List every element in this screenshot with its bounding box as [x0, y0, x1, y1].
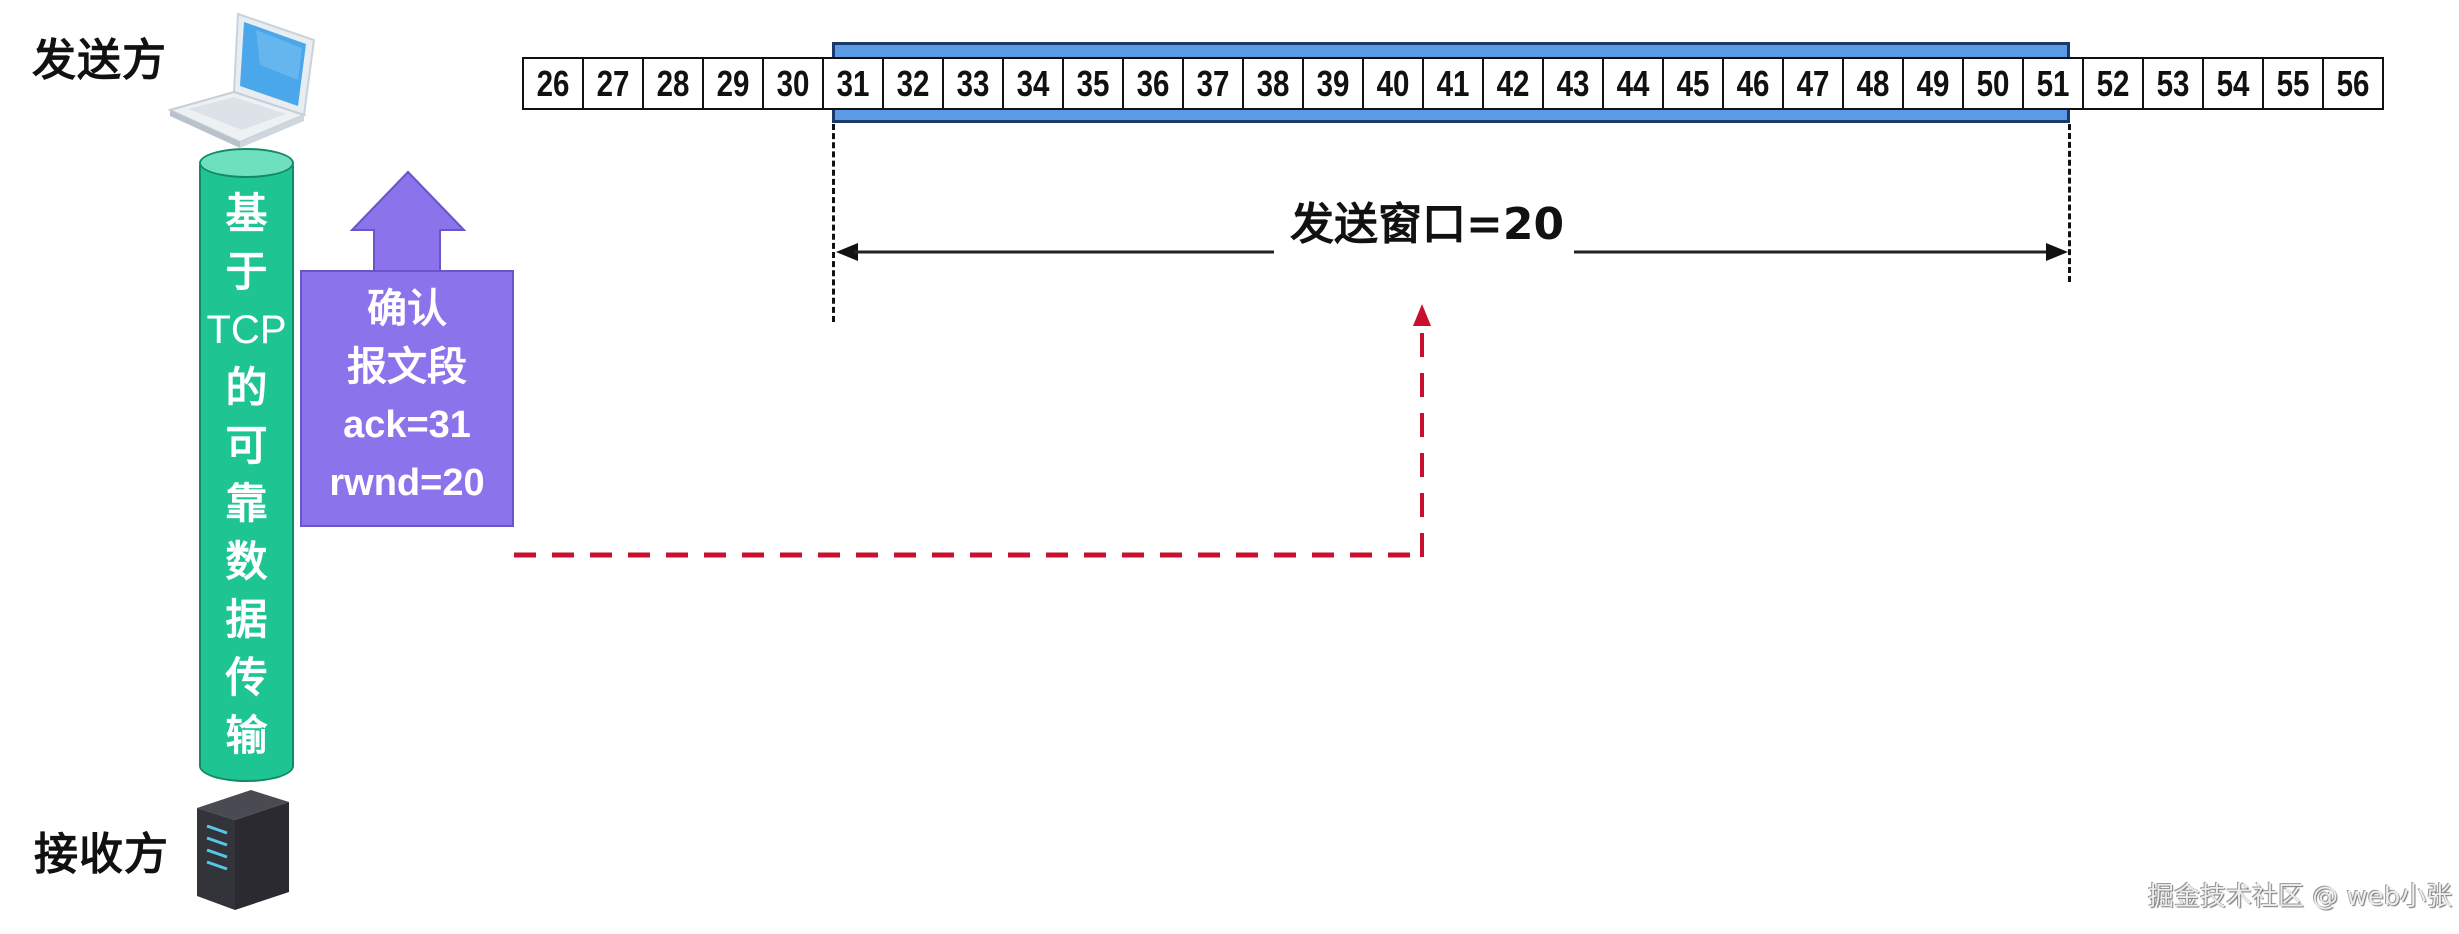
sequence-cell: 53: [2142, 57, 2204, 110]
channel-char: 的: [225, 363, 268, 412]
channel-char: 靠: [225, 479, 268, 528]
cylinder-top: [199, 148, 294, 178]
sequence-cell: 55: [2262, 57, 2324, 110]
sequence-cell: 38: [1242, 57, 1304, 110]
channel-label: 基 于 TCP 的 可 靠 数 据 传 输: [199, 185, 294, 765]
channel-char: 据: [225, 595, 268, 644]
sequence-number: 31: [836, 62, 870, 104]
sequence-number: 49: [1916, 62, 1950, 104]
sender-label: 发送方: [32, 35, 167, 86]
sequence-number: 28: [656, 62, 690, 104]
sequence-cell: 31: [822, 57, 884, 110]
window-left-bound: [832, 124, 835, 322]
sequence-number: 56: [2336, 62, 2370, 104]
sequence-cell: 51: [2022, 57, 2084, 110]
sequence-number: 35: [1076, 62, 1110, 104]
sequence-number: 50: [1976, 62, 2010, 104]
sequence-cell: 26: [522, 57, 584, 110]
send-window-label: 发送窗口=20: [1290, 199, 1565, 250]
sequence-cell: 36: [1122, 57, 1184, 110]
sequence-cell: 30: [762, 57, 824, 110]
sequence-cell: 52: [2082, 57, 2144, 110]
sequence-cell: 54: [2202, 57, 2264, 110]
sequence-number-row: 26 27 28 29 30 31 32 33 34 35 36 37 38 39 40 41 42 43 44 45…: [522, 57, 2384, 110]
sequence-cell: 28: [642, 57, 704, 110]
sequence-cell: 35: [1062, 57, 1124, 110]
sequence-number: 26: [536, 62, 570, 104]
channel-char: 输: [225, 711, 268, 760]
sequence-number: 53: [2156, 62, 2190, 104]
sequence-cell: 46: [1722, 57, 1784, 110]
sequence-number: 54: [2216, 62, 2250, 104]
sequence-cell: 50: [1962, 57, 2024, 110]
sequence-number: 43: [1556, 62, 1590, 104]
sequence-cell: 47: [1782, 57, 1844, 110]
sequence-number: 40: [1376, 62, 1410, 104]
server-icon: [197, 790, 289, 910]
sequence-cell: 45: [1662, 57, 1724, 110]
sequence-cell: 37: [1182, 57, 1244, 110]
sequence-number: 29: [716, 62, 750, 104]
sequence-number: 34: [1016, 62, 1050, 104]
channel-char: TCP: [206, 308, 287, 352]
ack-title-line1: 确认: [367, 286, 447, 332]
sequence-cell: 34: [1002, 57, 1064, 110]
sequence-number: 27: [596, 62, 630, 104]
sequence-number: 46: [1736, 62, 1770, 104]
ack-segment-text: 确认 报文段 ack=31 rwnd=20: [300, 280, 514, 512]
sequence-cell: 48: [1842, 57, 1904, 110]
up-arrow-icon: [350, 170, 466, 274]
sequence-number: 33: [956, 62, 990, 104]
sequence-number: 52: [2096, 62, 2130, 104]
window-right-bound: [2068, 124, 2071, 282]
sequence-cell: 39: [1302, 57, 1364, 110]
sequence-number: 30: [776, 62, 810, 104]
sequence-number: 41: [1436, 62, 1470, 104]
sequence-cell: 56: [2322, 57, 2384, 110]
sequence-number: 37: [1196, 62, 1230, 104]
ack-title-line2: 报文段: [347, 344, 467, 390]
sequence-number: 38: [1256, 62, 1290, 104]
ack-number: ack=31: [343, 404, 471, 446]
ack-segment-box: [300, 270, 514, 527]
laptop-icon: [168, 12, 316, 148]
sequence-number: 39: [1316, 62, 1350, 104]
sequence-cell: 44: [1602, 57, 1664, 110]
channel-char: 传: [225, 653, 268, 702]
receiver-label: 接收方: [34, 829, 169, 880]
sequence-number: 44: [1616, 62, 1650, 104]
sequence-cell: 29: [702, 57, 764, 110]
sequence-cell: 41: [1422, 57, 1484, 110]
rwnd-value: rwnd=20: [329, 462, 485, 504]
channel-char: 于: [225, 247, 268, 296]
sequence-cell: 43: [1542, 57, 1604, 110]
channel-char: 可: [225, 421, 268, 470]
sequence-cell: 42: [1482, 57, 1544, 110]
sequence-number: 45: [1676, 62, 1710, 104]
sequence-number: 32: [896, 62, 930, 104]
sequence-cell: 32: [882, 57, 944, 110]
sequence-number: 55: [2276, 62, 2310, 104]
sequence-number: 42: [1496, 62, 1530, 104]
sequence-cell: 27: [582, 57, 644, 110]
sequence-cell: 40: [1362, 57, 1424, 110]
watermark: 掘金技术社区 @ web小张: [2148, 882, 2453, 912]
window-size-arrow: [836, 243, 2068, 261]
sequence-cell: 33: [942, 57, 1004, 110]
sequence-cell: 49: [1902, 57, 1964, 110]
sequence-number: 47: [1796, 62, 1830, 104]
sequence-number: 51: [2036, 62, 2070, 104]
sequence-number: 36: [1136, 62, 1170, 104]
channel-char: 基: [225, 189, 268, 238]
sequence-number: 48: [1856, 62, 1890, 104]
rwnd-connector: [514, 304, 1431, 558]
channel-char: 数: [225, 537, 268, 586]
